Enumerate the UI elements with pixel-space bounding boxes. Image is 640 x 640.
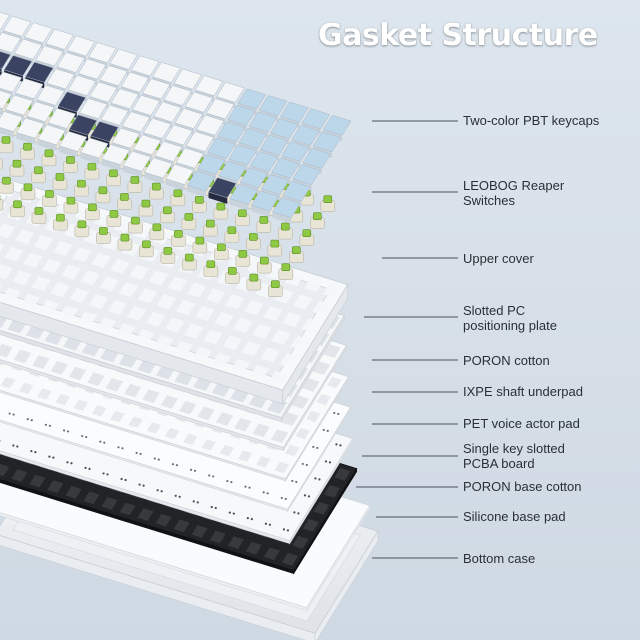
leader-lines <box>356 120 458 559</box>
layer-label-line: positioning plate <box>463 318 557 333</box>
layer-label-line: PET voice actor pad <box>463 416 580 431</box>
layer-label: PET voice actor pad <box>463 416 580 431</box>
layer-label-line: Single key slotted <box>463 441 565 456</box>
layer-label-line: Silicone base pad <box>463 509 566 524</box>
layer-label: PORON cotton <box>463 353 550 368</box>
layer-label: Upper cover <box>463 251 534 266</box>
layer-label: Two-color PBT keycaps <box>463 113 599 128</box>
keycaps-layer <box>0 12 352 224</box>
layer-label-line: PCBA board <box>463 456 535 471</box>
layer-label-line: PORON cotton <box>463 353 550 368</box>
layer-label-line: IXPE shaft underpad <box>463 384 583 399</box>
layer-label: PORON base cotton <box>463 479 582 494</box>
page-title: Gasket Structure <box>318 18 598 53</box>
layer-label-line: Switches <box>463 193 516 208</box>
layer-label-line: Upper cover <box>463 251 534 266</box>
layer-label: Silicone base pad <box>463 509 566 524</box>
layer-label-line: Bottom case <box>463 551 536 566</box>
layer-label-line: Two-color PBT keycaps <box>463 113 600 128</box>
layer-label: IXPE shaft underpad <box>463 384 583 399</box>
layer-label-line: LEOBOG Reaper <box>463 178 565 193</box>
layer-label-line: Slotted PC <box>463 303 526 318</box>
layer-label: Bottom case <box>463 551 535 566</box>
layer-label-line: PORON base cotton <box>463 479 582 494</box>
